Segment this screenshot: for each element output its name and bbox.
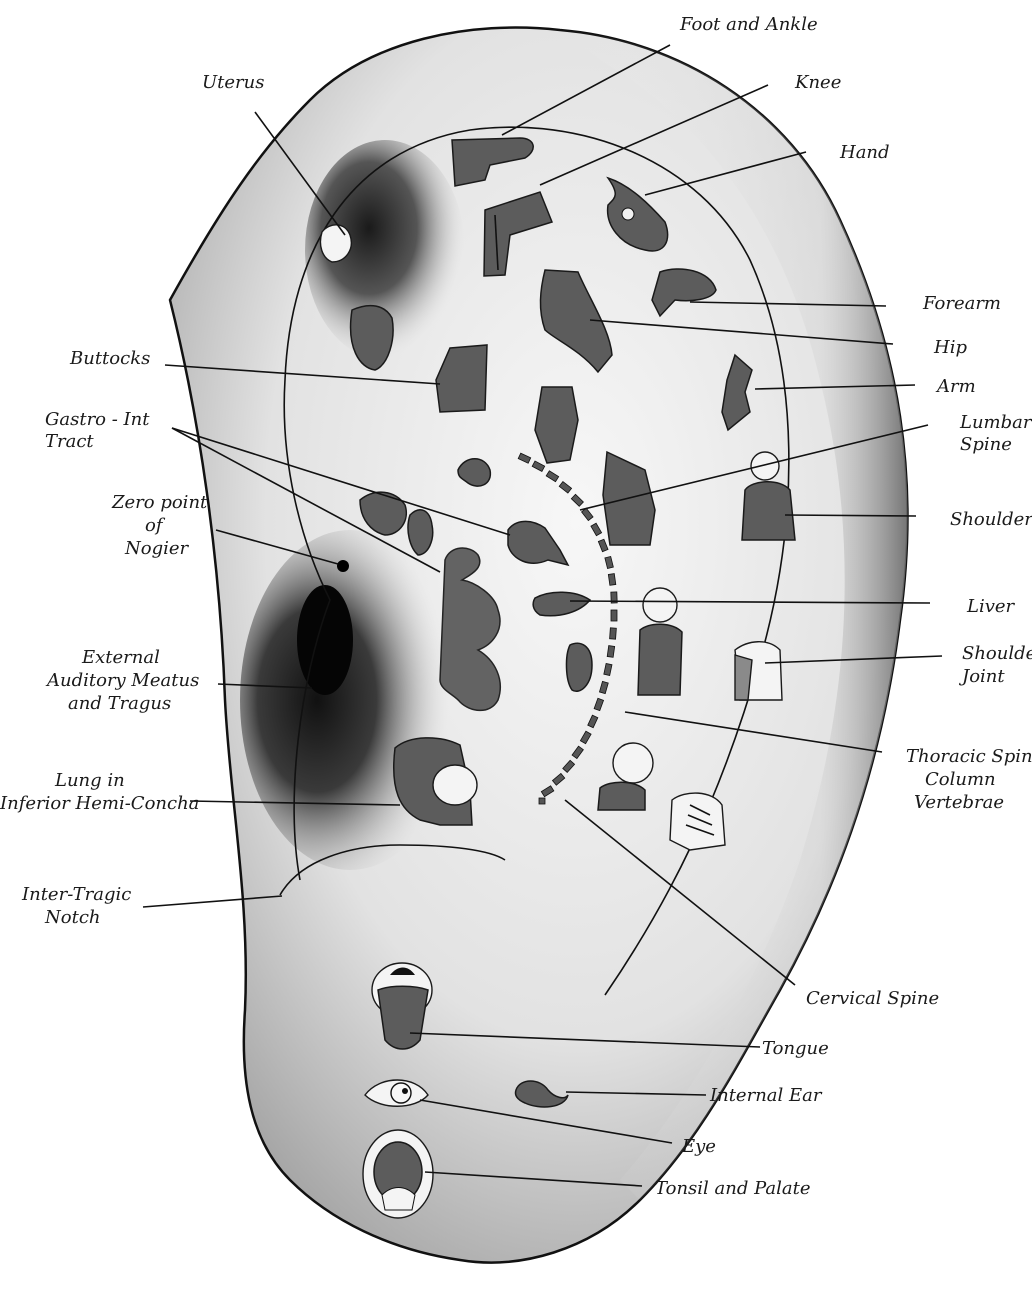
zero-point-dot [337,560,349,572]
uterus-icon [319,224,352,263]
shoulder-figure-icon [741,451,796,541]
intestine-coil-icon [439,547,501,712]
leader-liver [569,600,931,604]
label-inter-tragic-2: Notch [44,907,101,928]
leader-hip [589,319,894,345]
label-forearm: Forearm [922,293,1001,314]
label-buttocks: Buttocks [69,348,150,369]
label-zero-3: Nogier [124,538,190,559]
buttocks-icon [435,344,488,413]
leader-forearm [689,301,887,307]
label-foot-ankle: Foot and Ankle [679,14,818,35]
label-thoracic-1: Thoracic Spina [906,746,1032,767]
label-tongue: Tongue [762,1038,829,1059]
label-external-2: Auditory Meatus [45,670,199,691]
leader-lines [142,44,943,1187]
leader-lumbar [579,424,929,511]
leader-internal-ear [565,1091,707,1096]
label-internal-ear: Internal Ear [709,1085,823,1106]
leader-buttocks [164,364,441,385]
leader-gastro-2 [171,427,441,573]
kidney-icon [457,458,492,487]
shoulder-joint-icon [734,641,783,701]
meatus-hole [297,585,353,695]
leader-uterus [254,111,346,236]
hip-icon [539,269,613,374]
hand-icon [606,176,669,252]
spine-column [517,452,618,805]
leader-cervical [564,799,796,986]
leader-tonsil [424,1171,643,1187]
label-gastro-1: Gastro - Int [45,409,150,430]
leader-external [217,683,313,689]
forearm-icon [651,268,717,318]
label-eye: Eye [681,1136,716,1157]
foot-ankle-icon [451,137,534,187]
leader-shoulder [784,514,917,517]
thoracic-figure-icon [637,587,683,696]
label-hip: Hip [933,337,967,358]
labels: Foot and Ankle Uterus Knee Hand Forearm … [0,14,1032,1199]
ribcage-icon [669,792,726,851]
neck-figure-icon [597,742,654,811]
label-lung-1: Lung in [54,770,125,791]
label-gastro-2: Tract [45,431,94,452]
label-lumbar-2: Spine [960,434,1012,455]
leader-shoulder-joint [764,655,943,664]
pancreas-icon [507,520,570,567]
label-cervical: Cervical Spine [806,988,939,1009]
ear-rim-shadow [560,30,908,1200]
label-lumbar-1: Lumbar [959,412,1032,433]
label-thoracic-3: Vertebrae [914,792,1004,813]
leader-eye [419,1099,673,1144]
label-inter-tragic-1: Inter-Tragic [21,884,131,905]
triangular-fossa-shadow [305,140,465,360]
leader-zero-point [215,529,339,565]
label-external-1: External [81,647,160,668]
spleen-icon [565,642,593,692]
intestine-left-icon [359,491,434,556]
label-liver: Liver [966,596,1016,617]
leader-thoracic [624,711,883,753]
label-hand: Hand [839,142,890,163]
eye-icon [364,1079,429,1107]
label-lung-2: Inferior Hemi-Concha [0,793,199,814]
leader-gastro-1 [171,427,511,536]
leader-hand [644,151,807,196]
label-external-3: and Tragus [68,693,171,714]
lung-icon [393,737,478,826]
knee-icon [483,191,553,277]
label-arm: Arm [935,376,976,397]
label-knee: Knee [794,72,841,93]
leader-tongue [409,1032,761,1048]
internal-ear-icon [514,1080,569,1108]
label-zero-2: of [145,515,166,536]
label-shoulder: Shoulder [950,509,1032,530]
leader-foot-ankle [501,44,671,136]
label-shoulder-joint-2: Joint [958,666,1005,687]
inter-tragic-notch-curve [279,844,506,896]
leader-inter-tragic [142,895,283,908]
label-tonsil: Tonsil and Palate [655,1178,811,1199]
tonsil-palate-icon [362,1129,434,1219]
left-pelvis-icon [349,304,394,371]
leader-knee [539,84,769,186]
thigh-icon [534,386,579,464]
label-shoulder-joint-1: Shoulde [962,643,1032,664]
label-zero-1: Zero point [111,492,208,513]
arm-icon [721,353,753,432]
label-uterus: Uterus [202,72,265,93]
leader-lung [189,800,401,806]
liver-icon [532,591,592,617]
leader-arm [754,384,916,390]
label-thoracic-2: Column [925,769,996,790]
